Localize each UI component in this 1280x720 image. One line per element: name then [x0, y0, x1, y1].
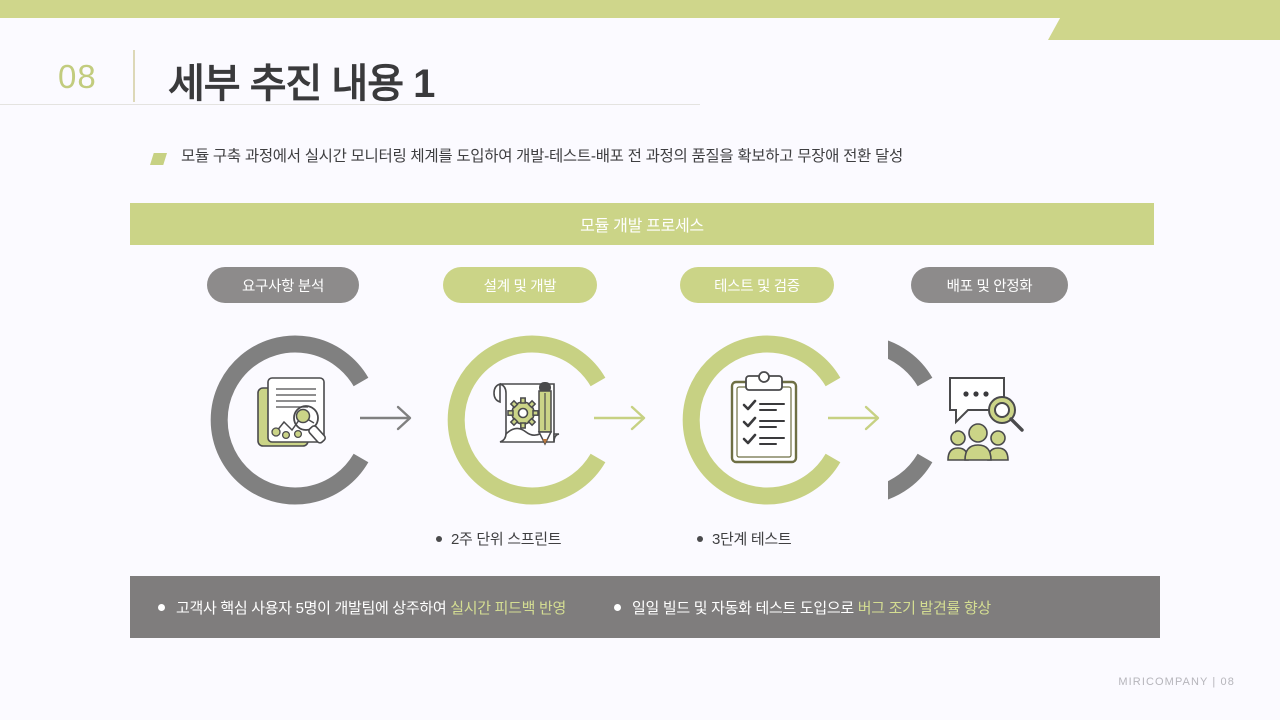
stage-circle-deployment — [888, 320, 1088, 520]
circle-note-testing: 3단계 테스트 — [697, 528, 792, 549]
page-title: 세부 추진 내용 1 — [168, 62, 435, 106]
stage-pill-design[interactable]: 설계 및 개발 — [443, 267, 597, 303]
stage-circle-design — [435, 320, 635, 520]
process-arrow-2 — [592, 398, 658, 438]
stage-circle-testing — [670, 320, 870, 520]
stage-pill-deployment[interactable]: 배포 및 안정화 — [911, 267, 1068, 303]
subtitle-row: 모듈 구축 과정에서 실시간 모니터링 체계를 도입하여 개발-테스트-배포 전… — [150, 146, 1160, 168]
process-banner: 모듈 개발 프로세스 — [130, 203, 1154, 245]
summary-item-2-highlight: 버그 조기 발견률 향상 — [857, 599, 991, 617]
process-arrow-3 — [826, 398, 892, 438]
document-analysis-magnifier-icon — [257, 377, 326, 447]
people-speech-magnifier-icon — [947, 377, 1024, 461]
circle-note-design: 2주 단위 스프린트 — [436, 528, 562, 549]
circle-note-text: 2주 단위 스프린트 — [451, 531, 562, 548]
header-divider — [133, 50, 135, 102]
parallelogram-bullet-icon — [150, 153, 167, 165]
clipboard-checklist-icon — [730, 371, 798, 464]
stage-pill-testing[interactable]: 테스트 및 검증 — [680, 267, 834, 303]
bullet-icon — [436, 535, 442, 542]
summary-item-1-text: 고객사 핵심 사용자 5명이 개발팀에 상주하여 실시간 피드백 반영 — [176, 599, 566, 617]
slide-header: 08 세부 추진 내용 1 — [0, 18, 1280, 106]
slide-number: 08 — [58, 58, 97, 95]
summary-item-1: 고객사 핵심 사용자 5명이 개발팀에 상주하여 실시간 피드백 반영 — [158, 597, 566, 618]
circle-note-text: 3단계 테스트 — [712, 531, 792, 548]
header-underline — [0, 104, 700, 105]
stage-pill-requirements[interactable]: 요구사항 분석 — [207, 267, 359, 303]
summary-item-2: 일일 빌드 및 자동화 테스트 도입으로 버그 조기 발견률 향상 — [614, 597, 991, 618]
blueprint-gear-pencil-icon — [493, 382, 560, 446]
stage-circle-requirements — [198, 320, 398, 520]
top-accent-bar — [0, 0, 1280, 18]
summary-bar: 고객사 핵심 사용자 5명이 개발팀에 상주하여 실시간 피드백 반영 일일 빌… — [130, 576, 1160, 638]
process-arrow-1 — [358, 398, 424, 438]
process-banner-title: 모듈 개발 프로세스 — [580, 218, 704, 235]
bullet-icon — [158, 603, 165, 611]
summary-item-2-text: 일일 빌드 및 자동화 테스트 도입으로 버그 조기 발견률 향상 — [632, 599, 991, 617]
bullet-icon — [614, 603, 621, 611]
top-right-accent-tab — [1048, 0, 1280, 40]
bullet-icon — [697, 535, 703, 542]
summary-item-1-highlight: 실시간 피드백 반영 — [450, 599, 566, 617]
page-footer: MIRICOMPANY | 08 — [1118, 676, 1235, 688]
subtitle-text: 모듈 구축 과정에서 실시간 모니터링 체계를 도입하여 개발-테스트-배포 전… — [181, 148, 903, 165]
